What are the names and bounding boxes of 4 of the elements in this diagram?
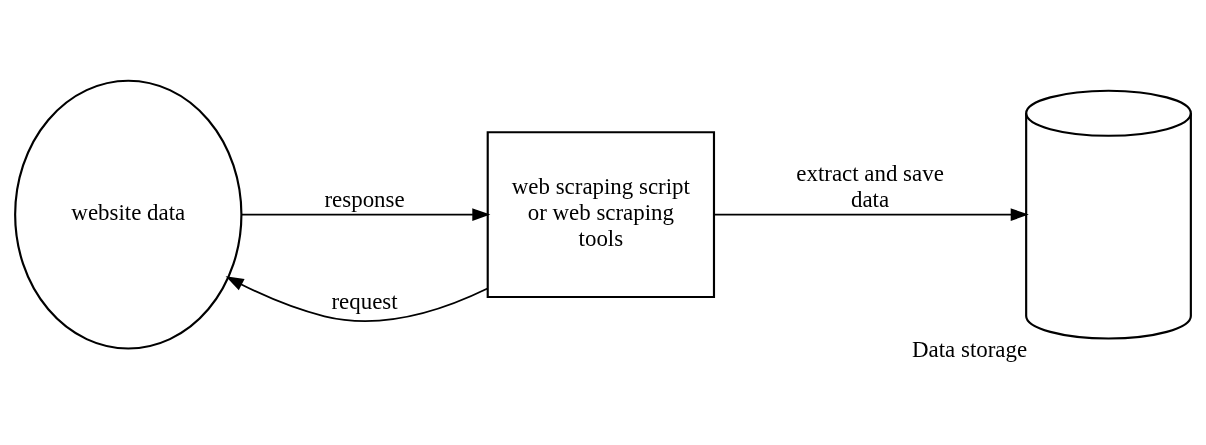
edge-label: extract and save data [796,161,944,213]
node-label: Data storage [912,336,1028,362]
edge-label: request [331,288,398,314]
edge-label: response [324,187,405,213]
